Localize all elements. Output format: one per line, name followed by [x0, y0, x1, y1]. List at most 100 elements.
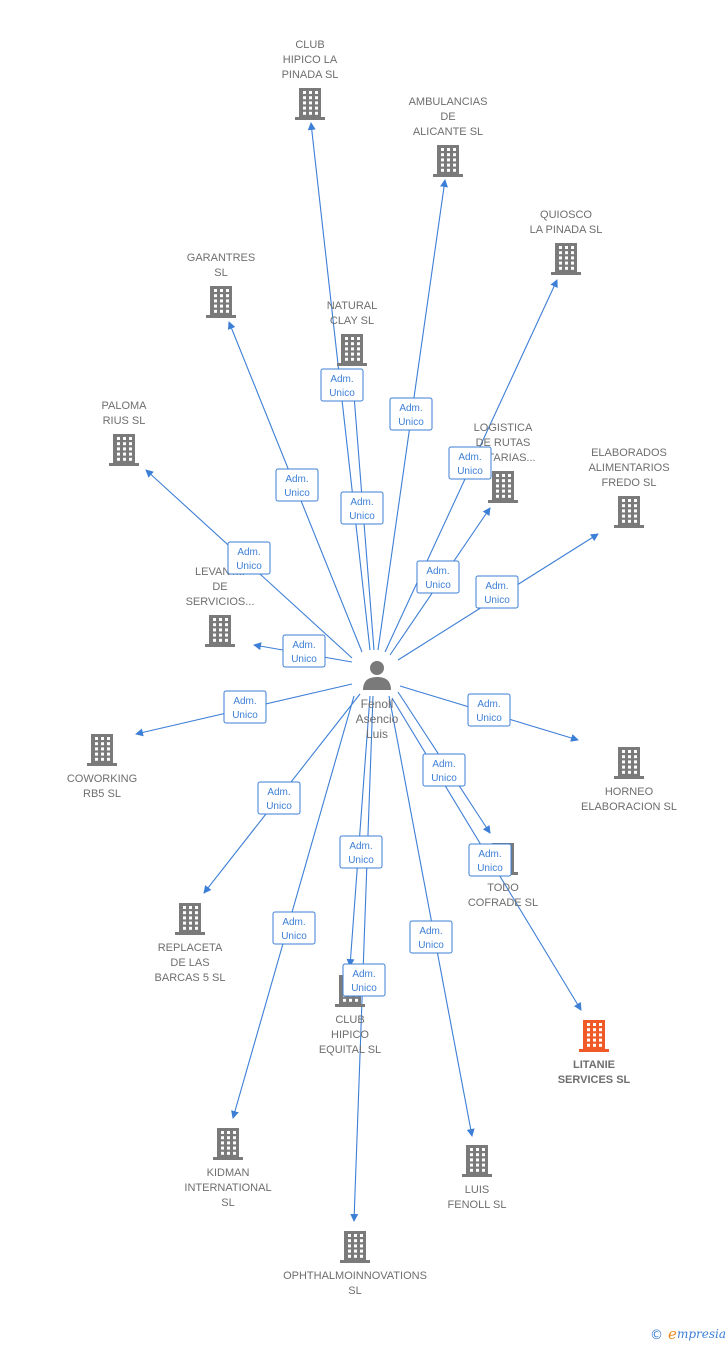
- relation-text: Adm.: [285, 474, 308, 485]
- relation-text: Unico: [477, 863, 503, 874]
- building-icon: [614, 496, 644, 528]
- relation-text: Unico: [236, 561, 262, 572]
- company-label-line: ELABORADOS: [591, 447, 667, 459]
- relation-label-adm-unico[interactable]: Adm.Unico: [320, 368, 364, 402]
- relation-label-adm-unico[interactable]: Adm. Unico: [282, 634, 326, 668]
- relation-text: Unico: [281, 931, 307, 942]
- relation-text: Adm.: [349, 841, 372, 852]
- building-icon: [295, 88, 325, 120]
- building-icon: [579, 1020, 609, 1052]
- relation-box: [339, 835, 383, 869]
- company-label-line: CLAY SL: [330, 315, 374, 327]
- relation-text: Unico: [425, 580, 451, 591]
- relation-box: [320, 368, 364, 402]
- relation-text: Unico: [457, 466, 483, 477]
- building-icon: [488, 471, 518, 503]
- relation-text: Unico: [266, 801, 292, 812]
- person-name-line: Luis: [366, 727, 388, 741]
- company-label-line: SL: [214, 267, 227, 279]
- relation-label-adm-unico[interactable]: Adm.Unico: [257, 781, 301, 815]
- building-icon: [205, 615, 235, 647]
- relation-text: Adm.: [350, 497, 373, 508]
- relation-label-adm-unico[interactable]: Adm. Unico: [342, 963, 386, 997]
- relation-text: Adm.: [477, 699, 500, 710]
- relation-label-adm-unico[interactable]: Adm. Unico: [416, 560, 460, 594]
- relation-box: [422, 753, 466, 787]
- person-name-line: Asencio: [356, 712, 399, 726]
- building-icon: [175, 903, 205, 935]
- relation-text: Adm.: [292, 640, 315, 651]
- relation-label-adm-unico[interactable]: Adm.Unico: [468, 843, 512, 877]
- relation-label-adm-unico[interactable]: Adm.Unico: [339, 835, 383, 869]
- relation-label-adm-unico[interactable]: Adm. Unico: [227, 541, 271, 575]
- building-icon: [340, 1231, 370, 1263]
- edge-kidman-international: [231, 695, 355, 1119]
- company-label-line: DE LAS: [170, 957, 209, 969]
- relation-label-adm-unico[interactable]: Adm.Unico: [475, 575, 519, 609]
- relation-text: Unico: [329, 388, 355, 399]
- relation-label-adm-unico[interactable]: Adm.Unico: [340, 491, 384, 525]
- building-icon: [337, 334, 367, 366]
- company-label-line: LITANIE: [573, 1059, 615, 1071]
- company-label-line: SERVICIOS...: [186, 596, 255, 608]
- company-label-line: HORNEO: [605, 786, 654, 798]
- relation-labels-layer: Adm.UnicoAdm.UnicoAdm.UnicoAdm.UnicoAdm.…: [223, 368, 519, 997]
- person-icon: [363, 661, 391, 690]
- company-label-line: SL: [221, 1197, 234, 1209]
- relation-label-adm-unico[interactable]: Adm.Unico: [272, 911, 316, 945]
- relation-text: Adm.: [426, 566, 449, 577]
- building-icon: [433, 145, 463, 177]
- relation-text: Adm.: [237, 547, 260, 558]
- relation-box: [227, 541, 271, 575]
- relation-box: [409, 920, 453, 954]
- relation-label-adm-unico[interactable]: Adm.Unico: [409, 920, 453, 954]
- relation-box: [389, 397, 433, 431]
- company-label-line: AMBULANCIAS: [409, 96, 488, 108]
- relation-label-adm-unico[interactable]: Adm.Unico: [275, 468, 319, 502]
- copyright-symbol: ©: [650, 1328, 663, 1343]
- company-label-line: EQUITAL SL: [319, 1044, 381, 1056]
- company-label-line: ALIMENTARIOS: [588, 462, 669, 474]
- company-label-line: OPHTHALMOINNOVATIONS: [283, 1270, 427, 1282]
- relation-label-adm-unico[interactable]: Adm.Unico: [422, 753, 466, 787]
- relation-label-adm-unico[interactable]: Adm.Unico: [467, 693, 511, 727]
- edges-layer: [135, 122, 599, 1222]
- relation-label-adm-unico[interactable]: Adm.Unico: [389, 397, 433, 431]
- brand-initial: e: [668, 1325, 677, 1343]
- building-icon: [206, 286, 236, 318]
- relation-box: [275, 468, 319, 502]
- relation-text: Adm.: [233, 696, 256, 707]
- relation-text: Unico: [291, 654, 317, 665]
- relation-text: Adm.: [352, 969, 375, 980]
- company-label-line: DE: [440, 111, 455, 123]
- relation-label-adm-unico[interactable]: Adm. Unico: [223, 690, 267, 724]
- relation-text: Adm.: [485, 581, 508, 592]
- company-node-ambulancias-de-alicante[interactable]: AMBULANCIAS DE ALICANTE SL: [409, 96, 488, 177]
- building-icon: [109, 434, 139, 466]
- empresia-watermark[interactable]: © e mpresia: [650, 1325, 726, 1343]
- company-label-line: ALICANTE SL: [413, 126, 483, 138]
- relation-text: Unico: [232, 710, 258, 721]
- relation-text: Unico: [351, 983, 377, 994]
- person-name-line: Fenoll: [361, 697, 394, 711]
- company-node-levante-de-servicios[interactable]: LEVANT...DESERVICIOS...: [186, 566, 255, 647]
- relation-label-adm-unico[interactable]: Adm.Unico: [448, 446, 492, 480]
- company-label-line: HIPICO LA: [283, 54, 338, 66]
